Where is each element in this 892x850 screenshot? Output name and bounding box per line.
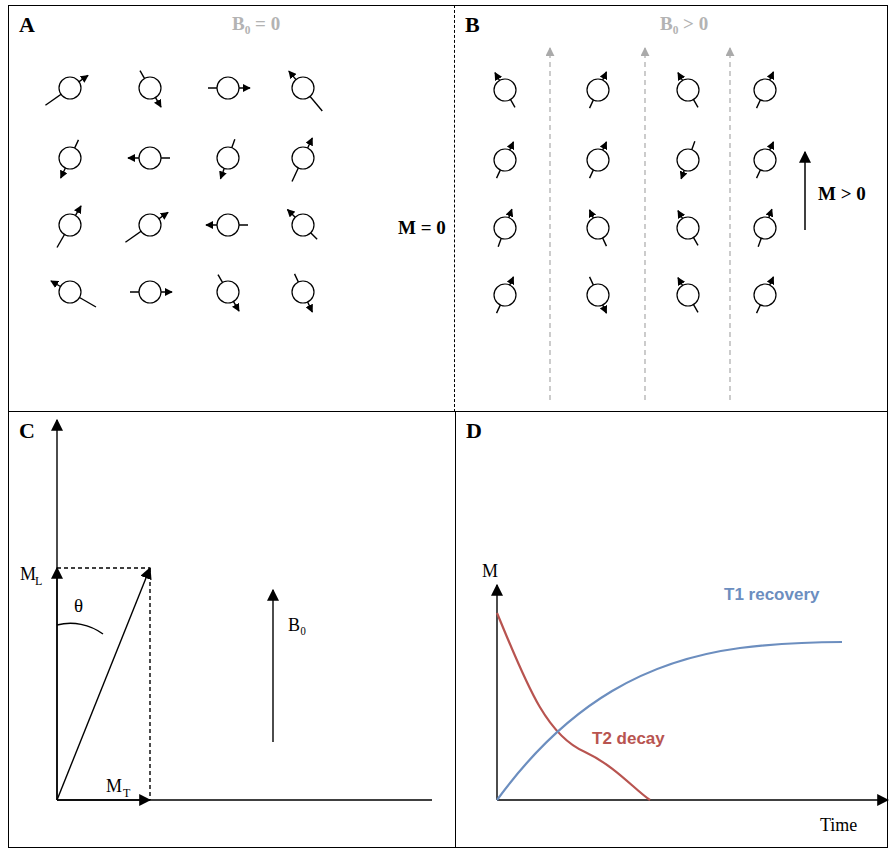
axis-subscript: T — [123, 787, 130, 799]
field-lines — [550, 48, 730, 400]
angle-label: θ — [74, 596, 83, 615]
panel-letter: D — [466, 418, 482, 444]
vector-diagram — [57, 420, 432, 800]
panel-letter: C — [19, 418, 35, 444]
axis-label: M — [106, 777, 122, 795]
axis-label: Time — [820, 816, 857, 834]
curve-label: T2 decay — [592, 730, 665, 747]
relaxation-plot — [497, 585, 888, 800]
axis-subscript: L — [35, 575, 42, 587]
field-label: B₀ — [288, 616, 306, 634]
figure-panel: C — [8, 412, 456, 848]
field-label: B₀ > 0 — [660, 14, 708, 33]
axis-label: M — [20, 565, 36, 583]
magnetisation-arrow — [804, 152, 806, 230]
figure-panel: B — [455, 5, 888, 412]
panel-letter: A — [19, 12, 35, 38]
curve-label: T1 recovery — [724, 586, 819, 603]
field-label: B₀ = 0 — [232, 14, 280, 33]
spin-symbols — [45, 71, 776, 313]
figure-panel: A — [8, 5, 455, 412]
figure-panel: D — [456, 412, 888, 848]
panel-letter: B — [465, 12, 480, 38]
magnetisation-label: M > 0 — [818, 184, 866, 203]
axis-label: M — [482, 562, 498, 580]
magnetisation-label: M = 0 — [398, 218, 446, 237]
